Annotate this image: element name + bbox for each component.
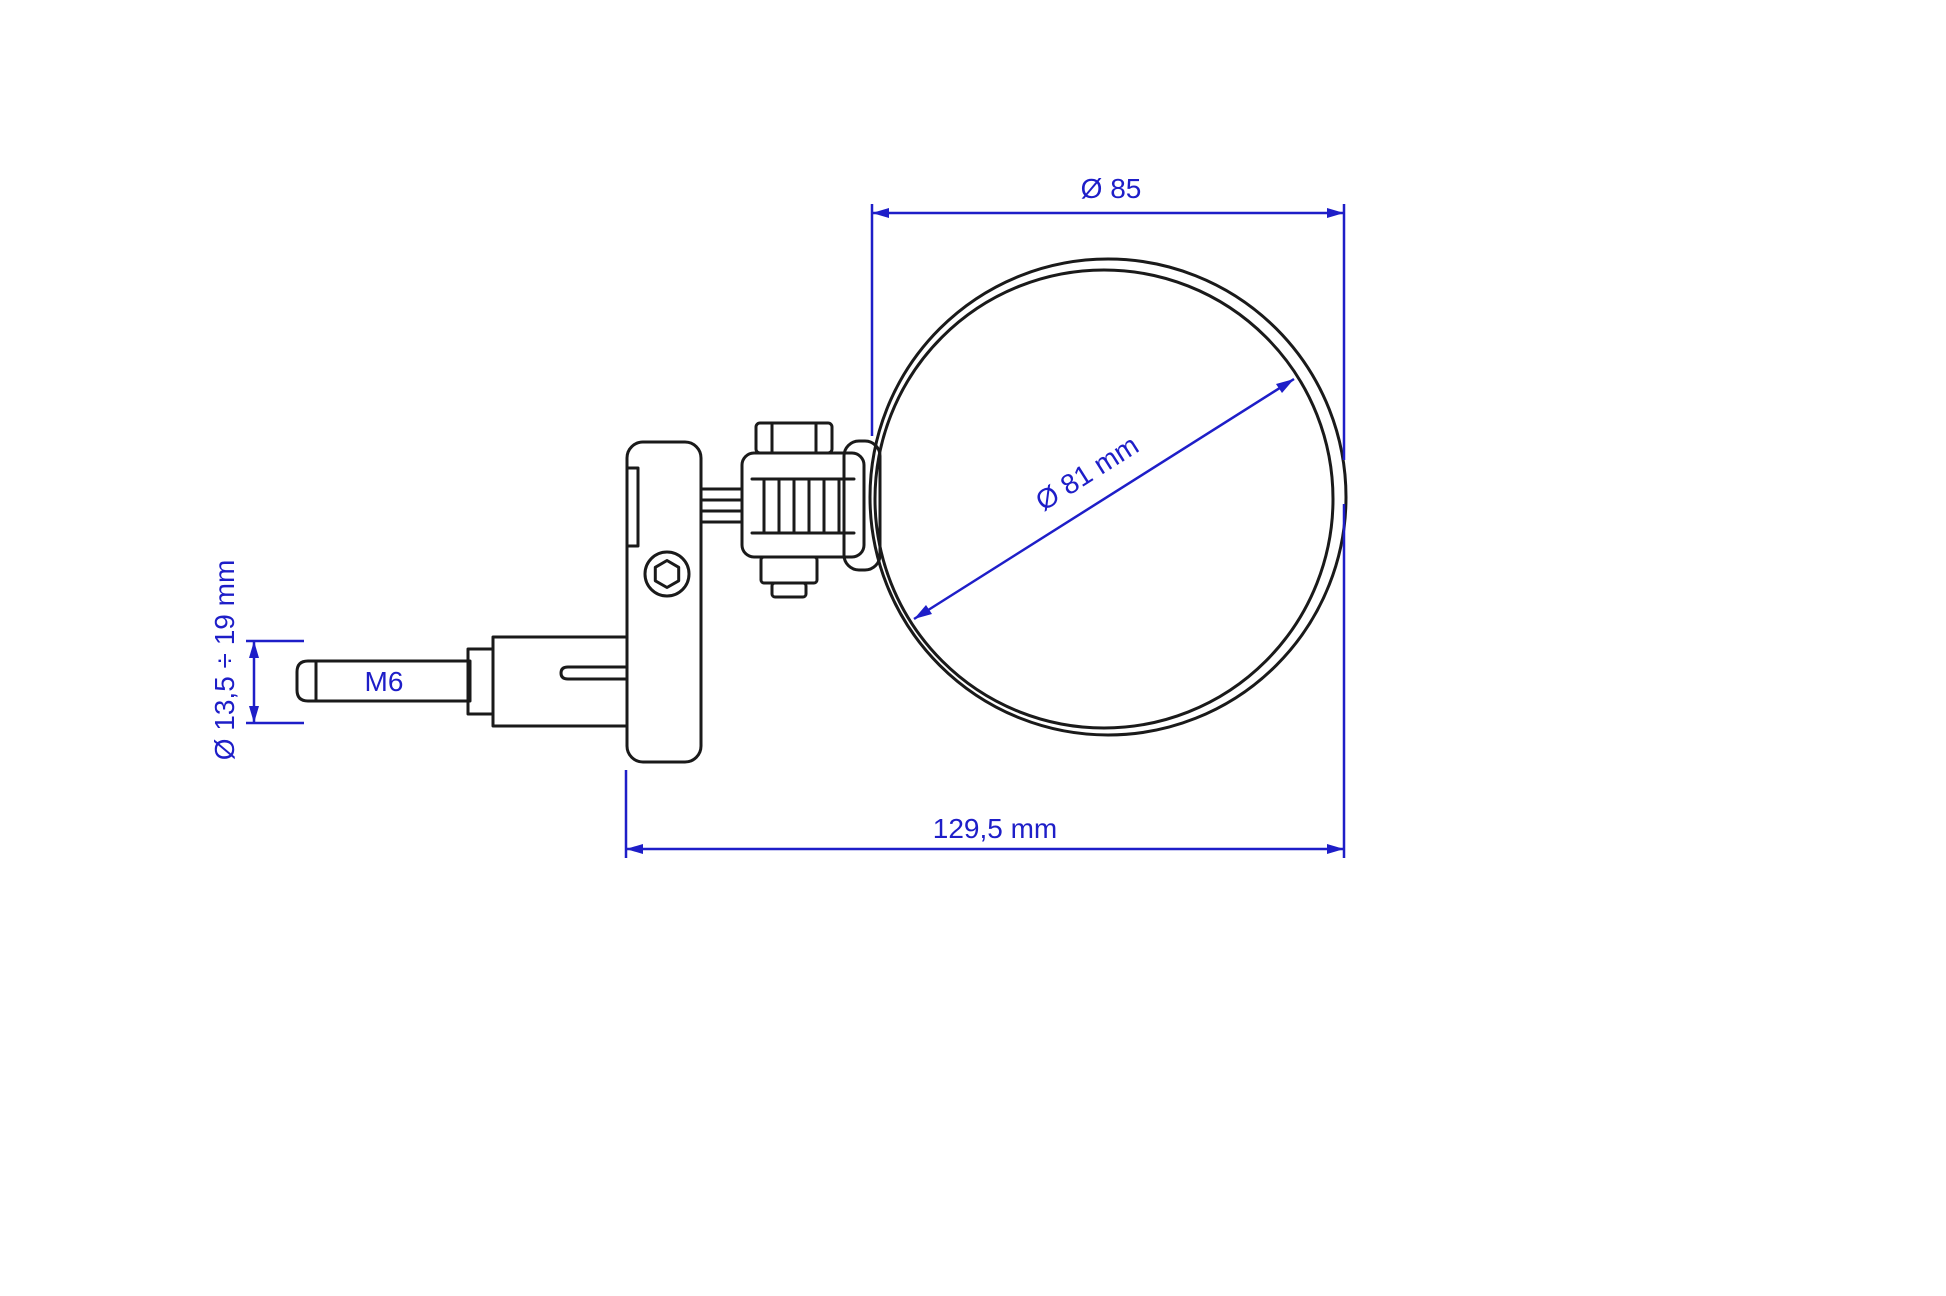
- dim-glass-diameter: Ø 81 mm: [913, 377, 1295, 621]
- mirror: [868, 257, 1348, 737]
- arrow-upper-right-icon: [1276, 379, 1294, 393]
- dim-clamp-range: Ø 13,5 ÷ 19 mm: [209, 560, 304, 761]
- arrow-right-icon: [1327, 844, 1344, 854]
- expander-cylinder: [491, 635, 629, 728]
- arrow-left-icon: [872, 208, 889, 218]
- hinge-nut-tip: [770, 581, 808, 599]
- clamp-body: [625, 440, 703, 764]
- bolt-washer: [466, 647, 495, 716]
- arrow-down-icon: [249, 706, 259, 723]
- expander-slot: [559, 665, 629, 681]
- hinge-clevis: [740, 451, 866, 559]
- arrow-lower-left-icon: [914, 605, 932, 619]
- clamp-assembly: [295, 421, 882, 764]
- arrow-up-icon: [249, 641, 259, 658]
- mirror-rim-inner: [873, 268, 1335, 730]
- stem-housing: [842, 439, 882, 572]
- clamp-body-recess: [625, 466, 640, 548]
- label-clamp-range: Ø 13,5 ÷ 19 mm: [209, 560, 240, 761]
- dim-total-length: 129,5 mm: [624, 504, 1346, 858]
- label-glass-diameter: Ø 81 mm: [1030, 429, 1144, 517]
- label-outer-diameter: Ø 85: [1081, 173, 1142, 204]
- hex-socket-screw: [643, 550, 691, 598]
- mirror-rim-outer: [868, 257, 1348, 737]
- arrow-left-icon: [626, 844, 643, 854]
- hex-socket-icon: [653, 559, 681, 589]
- label-total-length: 129,5 mm: [933, 813, 1058, 844]
- label-thread-size: M6: [365, 666, 404, 697]
- arrow-right-icon: [1327, 208, 1344, 218]
- hinge-nut: [759, 555, 819, 585]
- mounting-bolt-shaft: [295, 659, 472, 703]
- hinge-bolt-head: [754, 421, 834, 455]
- dim-outer-diameter: Ø 85: [870, 173, 1346, 460]
- dim-line: [913, 377, 1295, 621]
- dimensions: Ø 85 Ø 81 mm 129,5 mm: [209, 173, 1346, 858]
